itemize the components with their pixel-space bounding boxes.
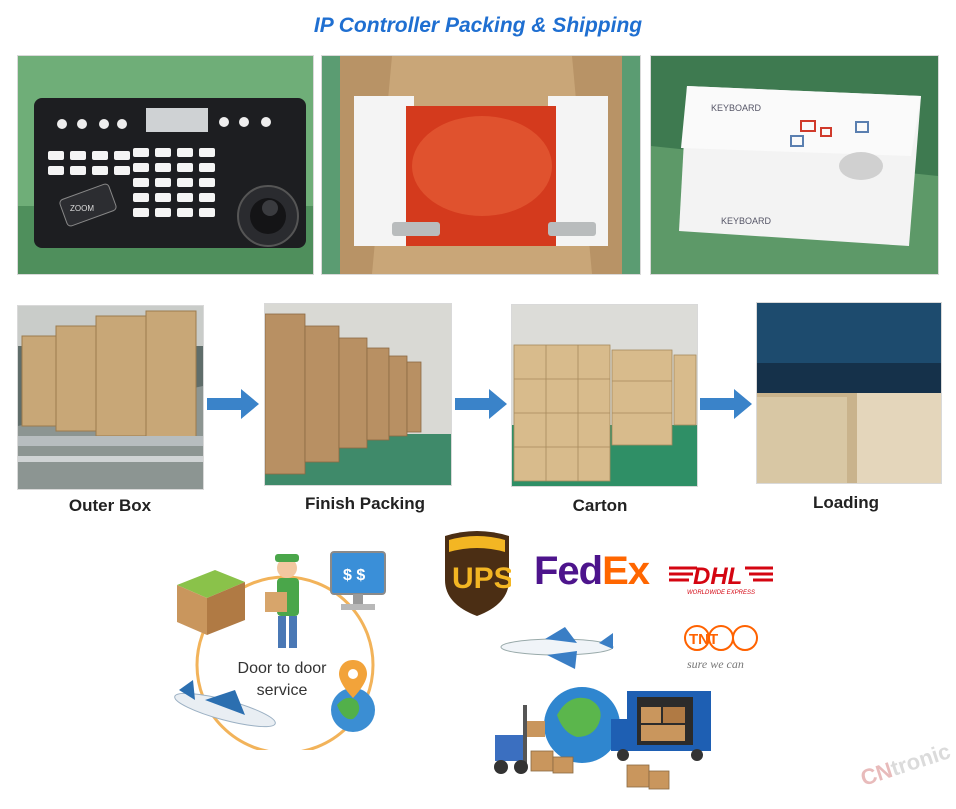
ups-logo: UPS xyxy=(443,530,514,616)
service-text: Door to door service xyxy=(237,660,327,699)
dhl-logo: DHL WORLDWIDE EXPRESS xyxy=(669,560,773,596)
ups-text: UPS xyxy=(452,562,511,595)
tnt-logo: TNT sure we can xyxy=(683,622,773,678)
dhl-tagline: WORLDWIDE EXPRESS xyxy=(687,590,755,596)
boxes-icon xyxy=(530,750,670,790)
svg-text:KEYBOARD: KEYBOARD xyxy=(721,216,772,226)
loading-photo xyxy=(756,302,942,484)
step-label-outer-box: Outer Box xyxy=(68,496,152,515)
open-box-photo xyxy=(321,55,641,275)
airplane-icon xyxy=(174,680,276,728)
courier-icon xyxy=(265,554,299,648)
retail-box-photo: KEYBOARD KEYBOARD xyxy=(650,55,939,275)
globe-icon xyxy=(544,687,620,763)
truck-icon xyxy=(611,691,711,761)
airplane-icon xyxy=(500,627,614,669)
forklift-icon xyxy=(494,705,545,774)
controller-keyboard-photo: ZOOM xyxy=(17,55,314,275)
globe-icon xyxy=(331,688,375,732)
arrow-right-icon xyxy=(207,389,259,419)
step-label-finish-packing: Finish Packing xyxy=(305,494,425,513)
dhl-text: DHL xyxy=(693,563,742,590)
svg-text:$ $: $ $ xyxy=(343,567,365,584)
parcel-icon xyxy=(177,570,245,635)
cntronic-watermark: CNtronic xyxy=(857,738,954,791)
zoom-label: ZOOM xyxy=(70,204,94,213)
logistics-illustration xyxy=(487,625,717,795)
fedex-logo: FedEx xyxy=(534,549,650,593)
page-title: IP Controller Packing & Shipping xyxy=(313,14,643,37)
monitor-icon: $ $ xyxy=(330,551,386,610)
box-label: KEYBOARD xyxy=(711,103,762,113)
step-label-carton: Carton xyxy=(572,496,628,515)
arrow-right-icon xyxy=(455,389,507,419)
tnt-tagline: sure we can xyxy=(687,657,744,671)
arrow-right-icon xyxy=(700,389,752,419)
outer-box-photo xyxy=(17,305,204,490)
door-to-door-illustration: $ $ Door to door service xyxy=(165,540,405,755)
finish-packing-photo xyxy=(264,303,452,486)
carton-photo xyxy=(511,304,698,487)
tnt-text: TNT xyxy=(689,631,718,648)
step-label-loading: Loading xyxy=(812,493,880,512)
